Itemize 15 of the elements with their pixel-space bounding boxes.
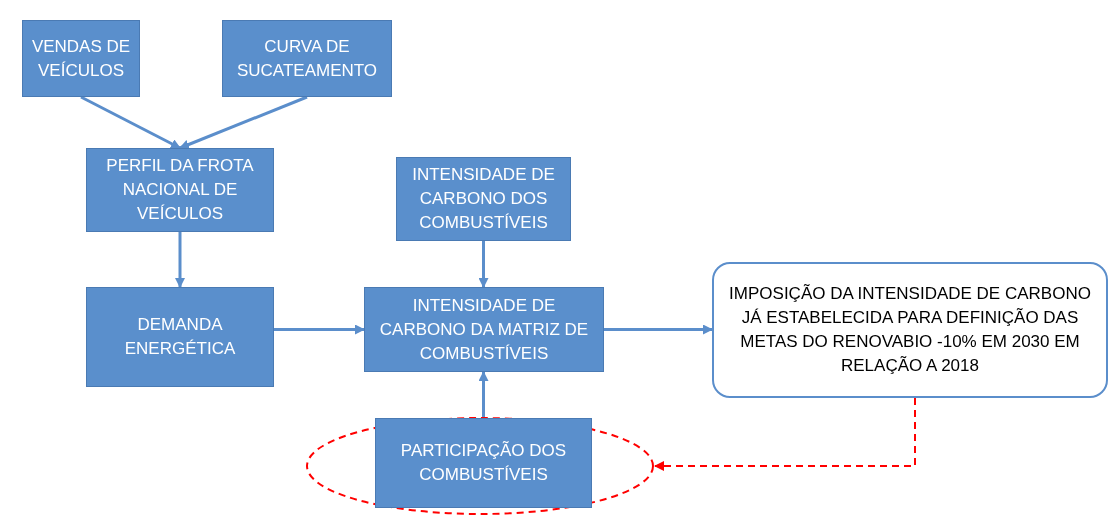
arrow [604,324,713,335]
arrow [478,371,489,418]
process-box: PERFIL DA FROTA NACIONAL DE VEÍCULOS [86,148,274,232]
process-box: CURVA DE SUCATEAMENTO [222,20,392,97]
arrow [179,95,308,150]
process-box: DEMANDA ENERGÉTICA [86,287,274,387]
arrow [478,241,489,288]
arrow [80,95,181,150]
arrow [175,232,185,288]
arrow [274,324,365,335]
arrow [654,397,916,471]
process-box: INTENSIDADE DE CARBONO DOS COMBUSTÍVEIS [396,157,571,241]
process-box: INTENSIDADE DE CARBONO DA MATRIZ DE COMBUSTÍVEIS [364,287,604,372]
note-box: IMPOSIÇÃO DA INTENSIDADE DE CARBONO JÁ ESTABELECIDA PARA DEFINIÇÃO DAS METAS DO RENOVABIO -10% EM 2030 EM RELAÇÃO A 2018 [712,262,1108,398]
process-box: VENDAS DE VEÍCULOS [22,20,140,97]
